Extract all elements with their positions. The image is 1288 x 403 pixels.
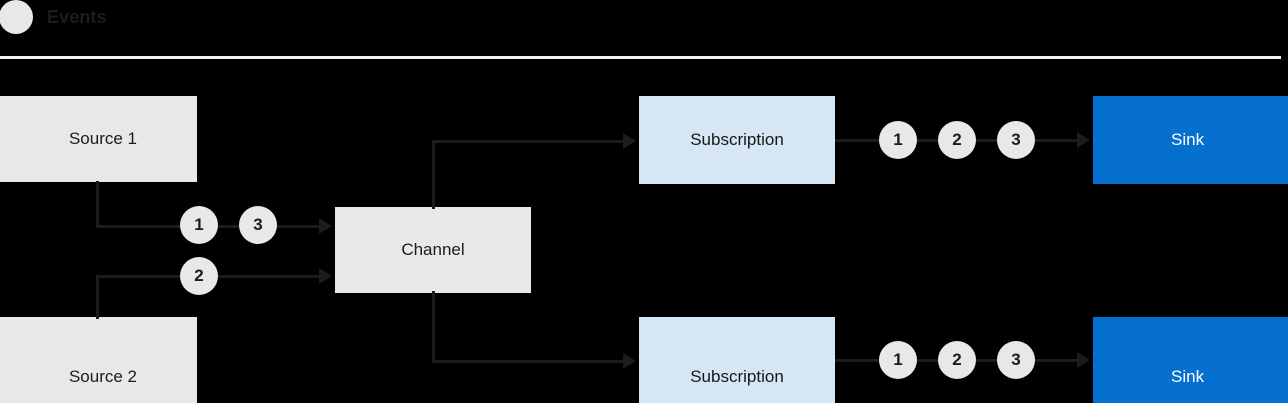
token-label: 1 xyxy=(893,130,903,149)
node-channel-label: Channel xyxy=(401,240,465,259)
token-label: 2 xyxy=(952,130,962,149)
wire-channel-to-subscription2 xyxy=(432,360,623,363)
wire-channel-down xyxy=(432,291,435,363)
node-subscription-2-label: Subscription xyxy=(690,367,784,386)
arrowhead-subscription2-sink2 xyxy=(1077,352,1090,368)
node-source-2-label: Source 2 xyxy=(68,367,137,386)
wire-channel-to-subscription1 xyxy=(432,140,623,143)
token-source1-3: 3 xyxy=(239,206,277,244)
token-label: 1 xyxy=(893,350,903,369)
node-source-1[interactable]: Source 1 xyxy=(0,96,197,182)
token-label: 2 xyxy=(952,350,962,369)
token-sink1-1: 1 xyxy=(879,121,917,159)
token-label: 2 xyxy=(194,266,204,285)
arrowhead-source2-channel xyxy=(319,268,332,284)
wire-channel-up xyxy=(432,140,435,209)
node-sink-1-label: Sink xyxy=(1171,130,1205,149)
wire-source1-down xyxy=(96,181,99,228)
arrowhead-source1-channel xyxy=(319,218,332,234)
token-sink2-3: 3 xyxy=(997,341,1035,379)
legend: Events xyxy=(0,0,107,34)
arrowhead-subscription1-sink1 xyxy=(1077,132,1090,148)
node-sink-2-label: Sink xyxy=(1171,367,1205,386)
token-sink1-2: 2 xyxy=(938,121,976,159)
token-label: 3 xyxy=(1011,350,1021,369)
token-sink2-1: 1 xyxy=(879,341,917,379)
arrowhead-channel-subscription1 xyxy=(623,133,636,149)
arrowhead-channel-subscription2 xyxy=(623,353,636,369)
node-sink-1[interactable]: Sink xyxy=(1093,96,1288,184)
event-dot-icon xyxy=(0,0,33,34)
node-subscription-2[interactable]: Subscription xyxy=(639,317,835,403)
node-source-1-label: Source 1 xyxy=(68,129,137,148)
wire-source2-up xyxy=(96,275,99,319)
node-subscription-1[interactable]: Subscription xyxy=(639,96,835,184)
node-subscription-1-label: Subscription xyxy=(690,130,784,149)
token-source2-2: 2 xyxy=(180,257,218,295)
legend-label: Events xyxy=(47,6,107,27)
token-sink2-2: 2 xyxy=(938,341,976,379)
token-source1-1: 1 xyxy=(180,206,218,244)
header-divider xyxy=(0,56,1281,59)
node-channel[interactable]: Channel xyxy=(335,207,531,293)
node-sink-2[interactable]: Sink xyxy=(1093,317,1288,403)
token-label: 3 xyxy=(1011,130,1021,149)
token-sink1-3: 3 xyxy=(997,121,1035,159)
token-label: 3 xyxy=(253,215,263,234)
token-label: 1 xyxy=(194,215,204,234)
node-source-2[interactable]: Source 2 xyxy=(0,317,197,403)
